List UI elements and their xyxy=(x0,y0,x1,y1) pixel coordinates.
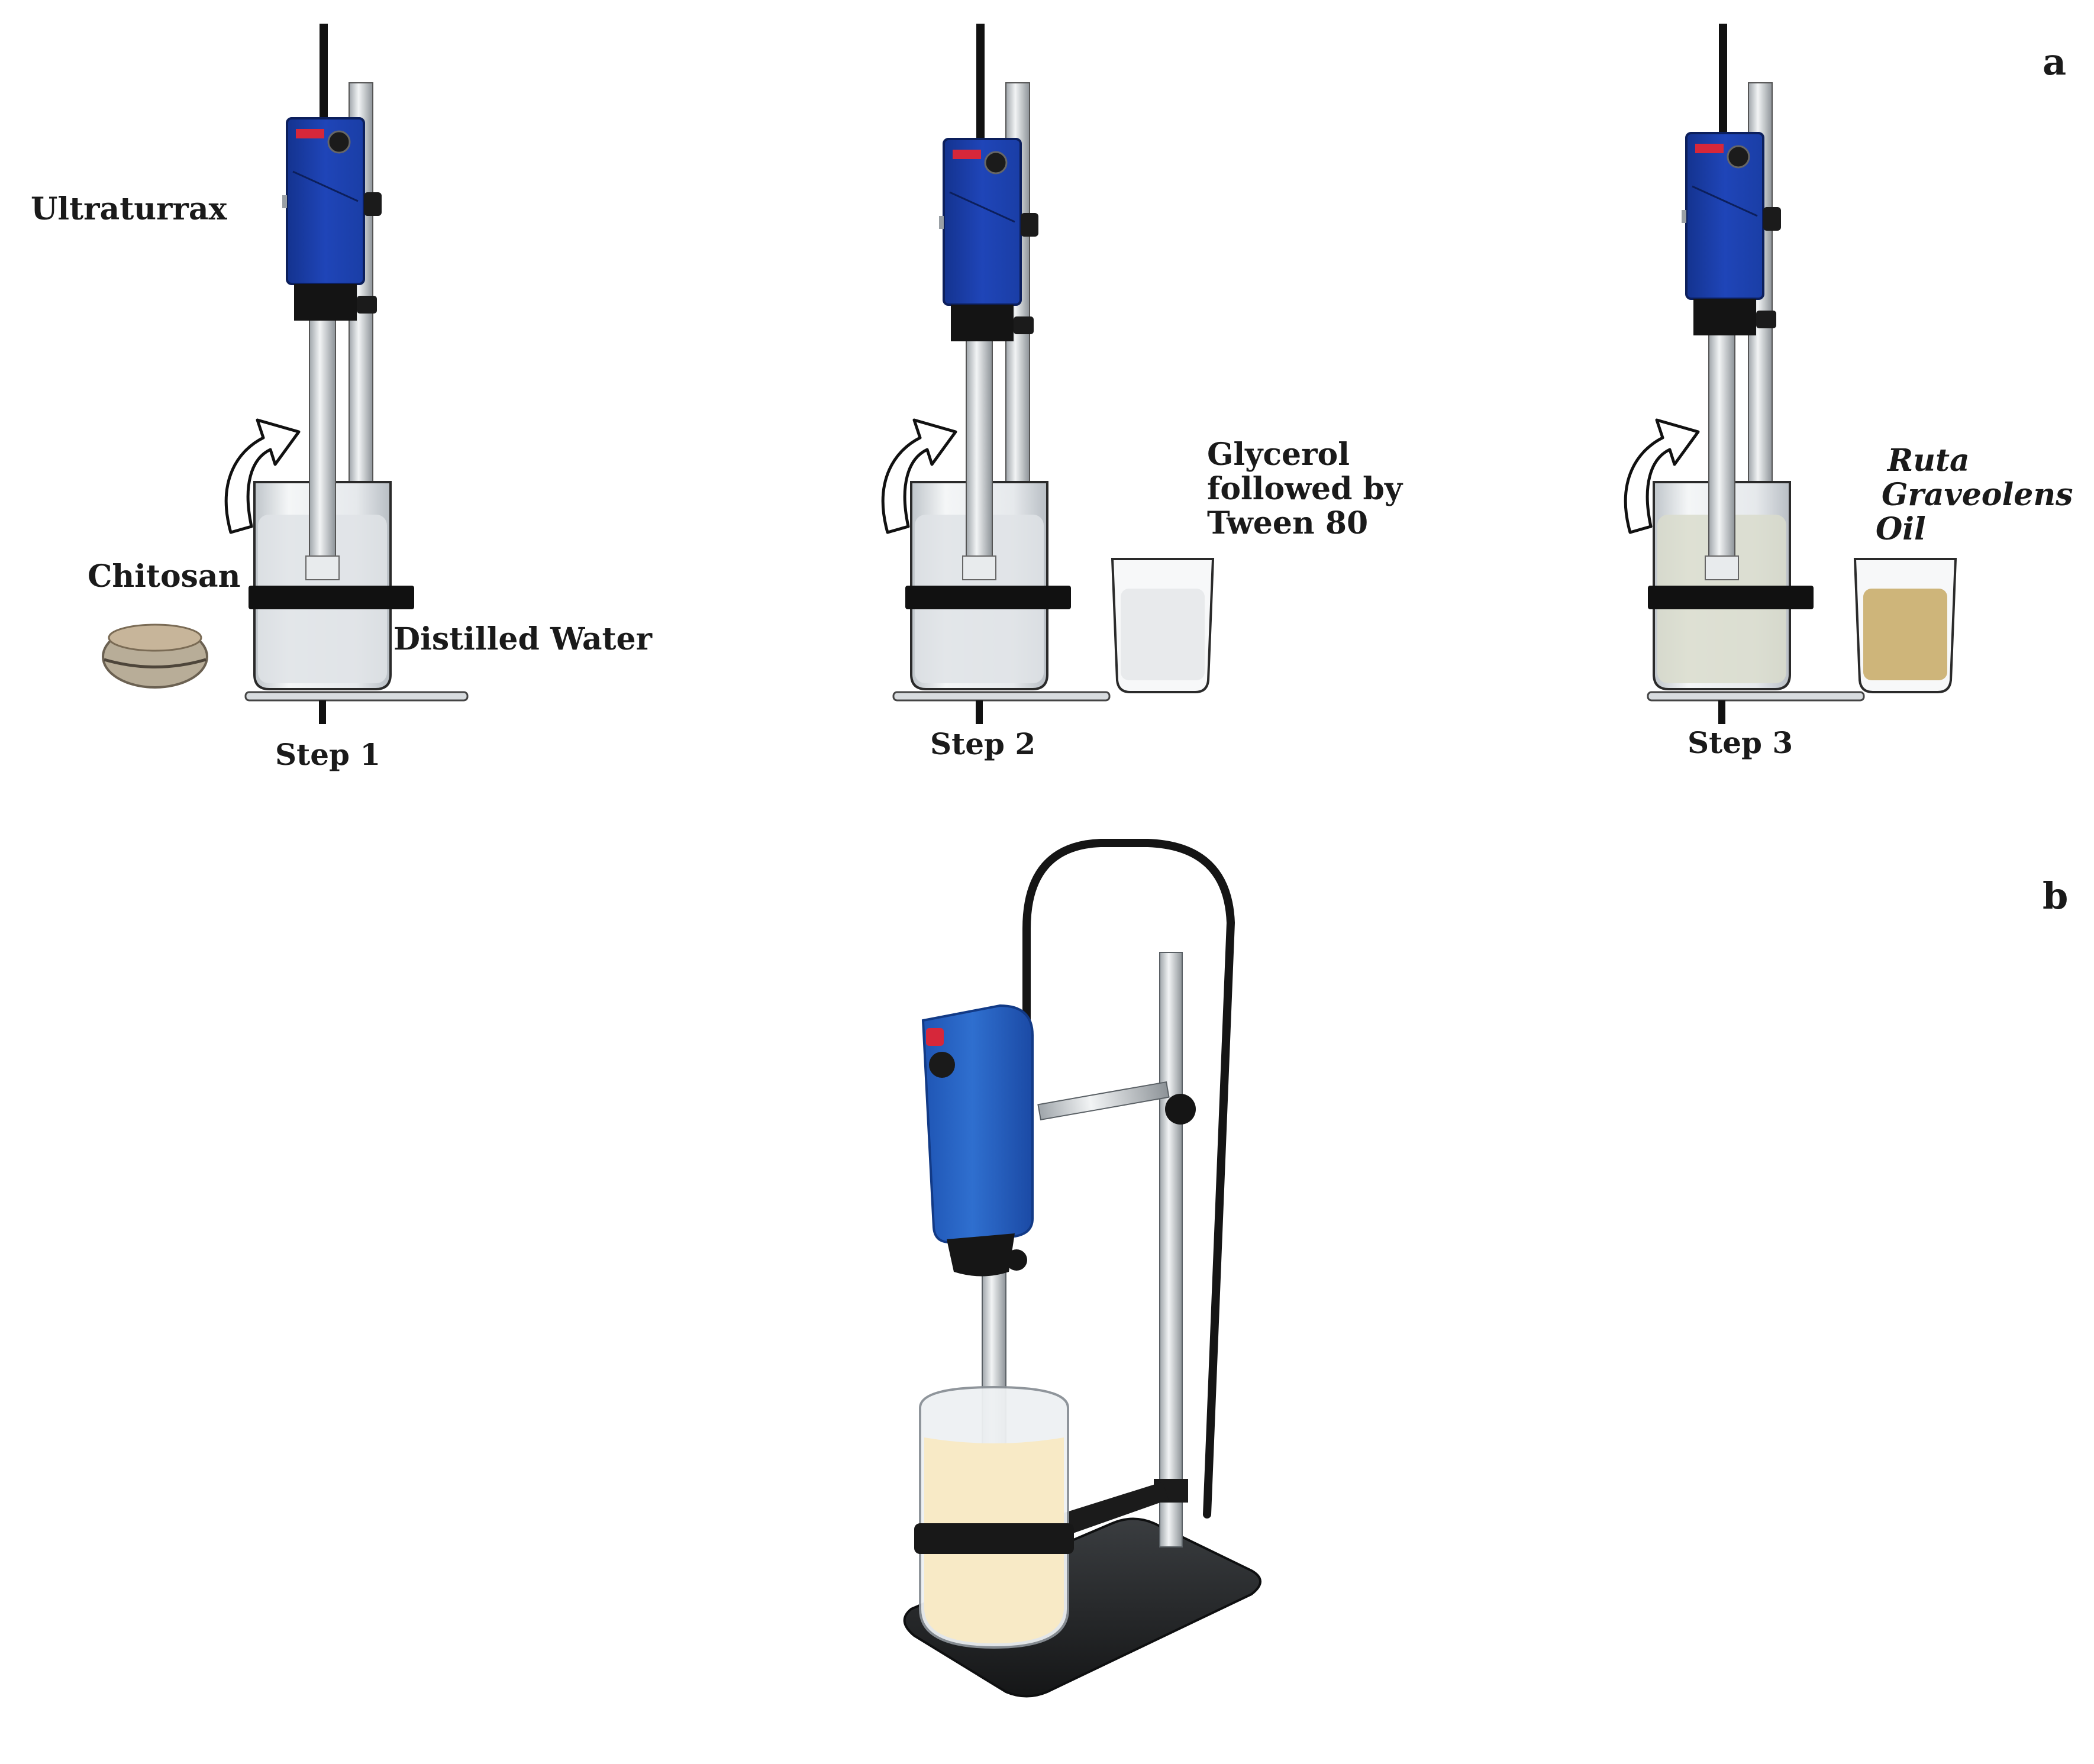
step3-motor-housing xyxy=(1685,132,1764,300)
panel-b-base-plate xyxy=(903,1517,1261,1698)
step3-ingredient-label: Ruta Graveolens Oil xyxy=(1876,442,2073,547)
step1-motor-indicator xyxy=(296,129,324,138)
panel-b-cable xyxy=(1022,839,1235,1519)
panel-b-boss-knob-icon xyxy=(1165,1094,1196,1125)
step1-ingredient-label: Chitosan xyxy=(88,558,241,595)
step2-add-arrow-icon xyxy=(881,418,957,534)
step3-ingredient-line-1: Ruta xyxy=(1887,442,1970,479)
step3-shaft-tip xyxy=(1705,555,1739,580)
panel-b-clamp-band xyxy=(914,1523,1074,1554)
step2-ingredient-line-2: followed by xyxy=(1207,471,1403,508)
panel-b-beaker-arm xyxy=(1059,1482,1169,1535)
step3-collar-knob-icon xyxy=(1756,311,1776,328)
step2-shaft xyxy=(966,319,993,574)
step2-side-beaker-liquid xyxy=(1121,589,1205,680)
step3-motor-edge xyxy=(1692,185,1758,217)
step3-side-pin xyxy=(1682,210,1686,223)
panel-b-apparatus xyxy=(903,839,1261,1698)
step2-motor-dial-icon xyxy=(984,151,1008,175)
step3-base-plate xyxy=(1647,691,1865,702)
step2-collar-knob-icon xyxy=(1014,316,1034,334)
step1-foot xyxy=(319,700,326,724)
step2-shaft-tip xyxy=(962,555,996,580)
step2-motor-edge xyxy=(949,191,1015,223)
step1-clamp-knob-icon xyxy=(364,192,382,216)
step1-shaft-tip xyxy=(305,555,340,580)
step3-title: Step 3 xyxy=(1688,725,1793,760)
panel-b-stand-rod xyxy=(1159,952,1183,1547)
step3-clamp-band xyxy=(1648,586,1814,609)
step2-title: Step 2 xyxy=(930,726,1036,761)
panel-letter-a: a xyxy=(2043,40,2067,83)
panel-b-motor-indicator xyxy=(926,1028,944,1046)
step1-shaft xyxy=(309,319,336,574)
step1-side-pin xyxy=(282,195,287,208)
step3-cable xyxy=(1719,24,1727,133)
step3-ingredient-line-3: Oil xyxy=(1876,511,1926,548)
step1-motor-edge xyxy=(292,170,359,202)
step2-foot xyxy=(976,700,983,724)
step1-title: Step 1 xyxy=(275,737,381,772)
step3-add-arrow-icon xyxy=(1624,418,1700,534)
chitosan-powder xyxy=(102,623,208,689)
device-label: Ultraturrax xyxy=(31,191,227,227)
step2-cable xyxy=(976,24,985,139)
step1-clamp-band xyxy=(249,586,414,609)
step2-ingredient-line-1: Glycerol xyxy=(1207,437,1350,473)
step2-side-pin xyxy=(939,216,944,229)
step1-ingredient-line-1: Chitosan xyxy=(88,558,241,595)
step2-base-plate xyxy=(892,691,1111,702)
step2-ingredient-label: Glycerol followed by Tween 80 xyxy=(1207,437,1403,542)
chitosan-dish-rim xyxy=(104,658,207,668)
step3-foot xyxy=(1718,700,1725,724)
step2-motor-indicator xyxy=(953,150,981,159)
panel-b-motor-collar xyxy=(947,1233,1015,1277)
step2-clamp-knob-icon xyxy=(1021,213,1038,237)
step3-shaft xyxy=(1708,319,1735,574)
step1-cable xyxy=(320,24,328,118)
panel-letter-b: b xyxy=(2043,874,2069,917)
step3-side-beaker-liquid xyxy=(1863,589,1947,680)
step3-motor-dial-icon xyxy=(1727,145,1750,169)
step3-ingredient-line-2: Graveolens xyxy=(1882,477,2073,513)
panel-b-collar-knob-icon xyxy=(1006,1249,1027,1271)
step2-clamp-band xyxy=(905,586,1071,609)
step2-apparatus xyxy=(881,24,1215,724)
panel-b-boss-rod xyxy=(1037,1081,1170,1121)
step3-clamp-knob-icon xyxy=(1763,207,1781,231)
chitosan-pile xyxy=(108,623,202,652)
step2-motor-collar xyxy=(951,305,1014,341)
step3-motor-indicator xyxy=(1695,144,1724,153)
step1-apparatus xyxy=(224,24,469,724)
step1-liquid-label: Distilled Water xyxy=(393,621,653,657)
step1-motor-dial-icon xyxy=(327,130,351,154)
step1-motor-housing xyxy=(286,117,365,285)
step3-motor-collar xyxy=(1693,299,1756,335)
panel-b-motor-dial-icon xyxy=(929,1052,955,1078)
step1-motor-collar xyxy=(294,284,357,321)
step1-add-arrow-icon xyxy=(224,418,301,534)
step1-collar-knob-icon xyxy=(357,296,377,314)
step1-base-plate xyxy=(244,691,469,702)
step2-ingredient-line-3: Tween 80 xyxy=(1207,505,1369,542)
step3-apparatus xyxy=(1624,24,1957,724)
step2-motor-housing xyxy=(943,138,1022,306)
